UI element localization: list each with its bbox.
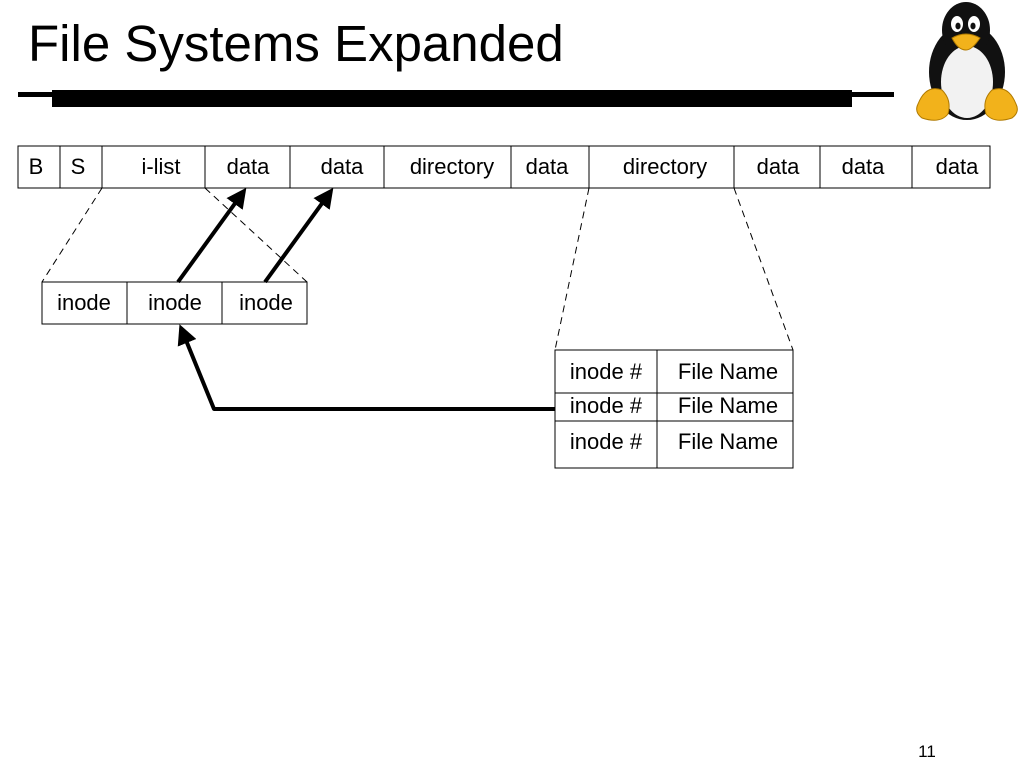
directory-table-frame <box>554 349 794 469</box>
block-data: data <box>526 154 570 179</box>
block-data: data <box>227 154 271 179</box>
inode-to-data-arrow <box>263 187 334 284</box>
block-directory: directory <box>623 154 707 179</box>
block-superblock: S <box>71 154 86 179</box>
block-data: data <box>757 154 801 179</box>
page-number: 11 <box>918 742 936 761</box>
block-data: data <box>936 154 980 179</box>
directory-entry-table: inode # File Name inode # File Name inod… <box>554 349 794 469</box>
zoom-line-directory-right <box>733 187 794 351</box>
directory-entry-inode: inode # <box>570 429 643 454</box>
zoom-line-i-list-right <box>204 187 308 283</box>
inode-to-data-arrow <box>176 187 247 284</box>
directory-entry-name: File Name <box>678 359 778 384</box>
block-data: data <box>321 154 365 179</box>
inode-cell: inode <box>57 290 111 315</box>
block-boot: B <box>29 154 44 179</box>
block-i-list: i-list <box>141 154 180 179</box>
directory-to-inode-arrow <box>177 324 555 411</box>
block-directory: directory <box>410 154 494 179</box>
inode-row: inode inode inode <box>41 281 308 325</box>
page-title: File Systems Expanded <box>28 15 564 72</box>
directory-entry-name: File Name <box>678 393 778 418</box>
disk-block-row-frame <box>17 145 991 189</box>
zoom-line-i-list-left <box>41 187 103 283</box>
inode-cell: inode <box>148 290 202 315</box>
directory-entry-inode: inode # <box>570 393 643 418</box>
disk-block-row: B S i-list data data directory data dire… <box>17 145 991 189</box>
inode-cell: inode <box>239 290 293 315</box>
zoom-line-directory-left <box>554 187 590 351</box>
title-underline-thick <box>52 90 852 107</box>
directory-entry-inode: inode # <box>570 359 643 384</box>
block-data: data <box>842 154 886 179</box>
directory-entry-name: File Name <box>678 429 778 454</box>
inode-row-frame <box>41 281 308 325</box>
tux-penguin-icon <box>916 2 1018 121</box>
